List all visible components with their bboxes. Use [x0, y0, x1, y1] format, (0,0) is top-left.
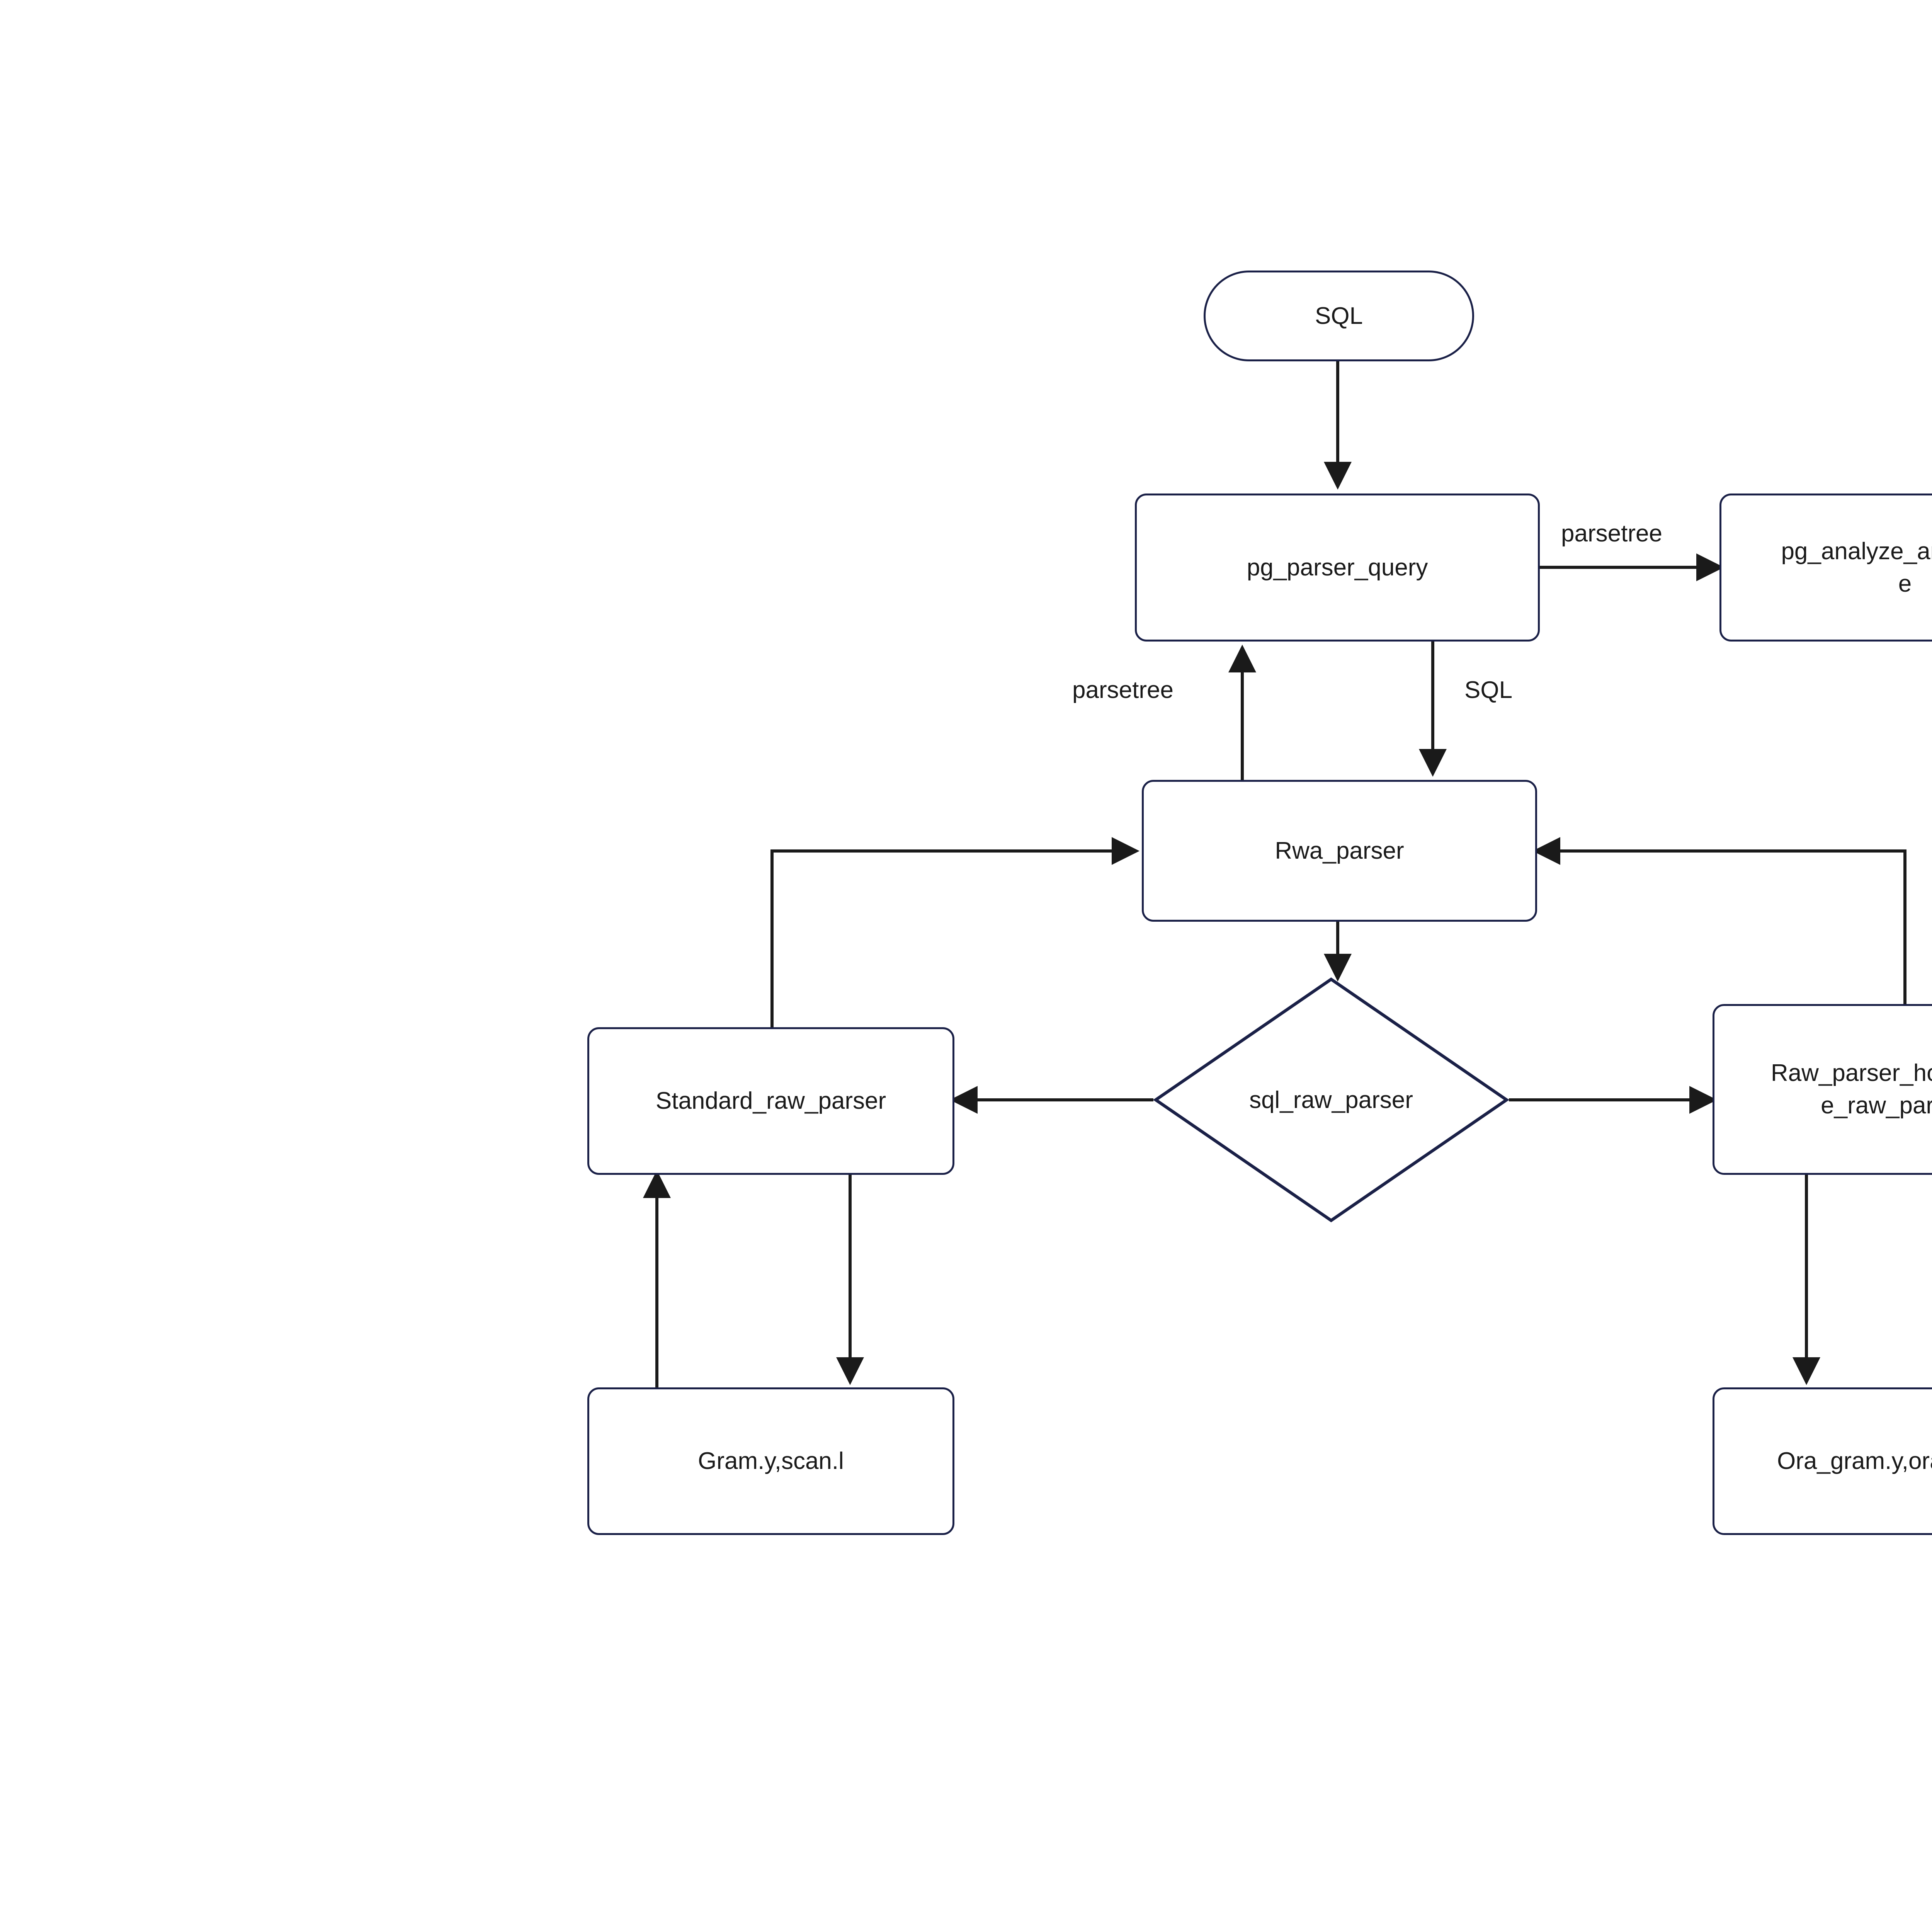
- node-ora-gram-scan[interactable]: Ora_gram.y,ora_scan.l: [1713, 1387, 1932, 1535]
- node-sql-raw-parser-label: sql_raw_parser: [1249, 1086, 1413, 1113]
- edge-label-pg-to-analyze: parsetree: [1561, 520, 1662, 547]
- node-pg-parser-query[interactable]: pg_parser_query: [1135, 494, 1540, 642]
- node-pg-parser-query-label: pg_parser_query: [1247, 554, 1428, 581]
- node-gram-scan-label: Gram.y,scan.l: [698, 1448, 844, 1475]
- node-sql-raw-parser[interactable]: sql_raw_parser: [1153, 977, 1510, 1223]
- node-rwa-parser-label: Rwa_parser: [1275, 837, 1404, 864]
- edge-label-pg-to-rwa: SQL: [1464, 677, 1513, 703]
- node-standard-raw-parser[interactable]: Standard_raw_parser: [587, 1027, 954, 1175]
- edge-raw-parser-hook-to-rwa-parser: [1532, 837, 1906, 1027]
- node-ora-gram-scan-label: Ora_gram.y,ora_scan.l: [1777, 1448, 1932, 1475]
- node-pg-analyze-and-rewrite-label: pg_analyze_and_rewrit e: [1781, 538, 1932, 597]
- node-sql-start-label: SQL: [1315, 302, 1363, 329]
- edge-standard-raw-parser-to-rwa-parser: [770, 837, 1139, 1027]
- node-sql-start[interactable]: SQL: [1204, 271, 1474, 361]
- node-pg-analyze-and-rewrite[interactable]: pg_analyze_and_rewrit e: [1719, 494, 1932, 642]
- node-raw-parser-hook[interactable]: Raw_parser_hook(oracl e_raw_parser): [1713, 1004, 1932, 1175]
- node-standard-raw-parser-label: Standard_raw_parser: [655, 1087, 886, 1115]
- node-raw-parser-hook-label: Raw_parser_hook(oracl e_raw_parser): [1770, 1060, 1932, 1119]
- edge-label-rwa-to-pg: parsetree: [1072, 677, 1173, 703]
- node-rwa-parser[interactable]: Rwa_parser: [1142, 780, 1537, 922]
- node-gram-scan[interactable]: Gram.y,scan.l: [587, 1387, 954, 1535]
- diamond-shape: [1153, 977, 1510, 1222]
